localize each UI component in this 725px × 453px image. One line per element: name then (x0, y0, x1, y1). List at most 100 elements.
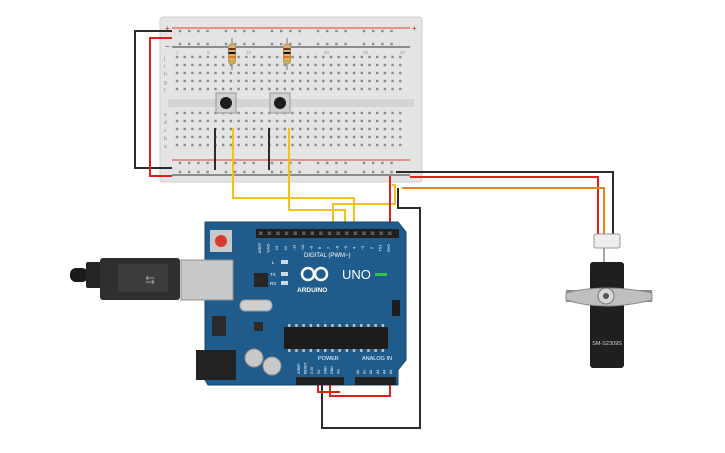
rail-hole[interactable] (335, 42, 338, 46)
breadboard-hole[interactable] (268, 71, 271, 75)
breadboard-hole[interactable] (337, 55, 340, 59)
rail-hole[interactable] (252, 170, 255, 174)
breadboard-hole[interactable] (198, 135, 202, 139)
rail-hole[interactable] (270, 170, 274, 174)
breadboard-hole[interactable] (360, 79, 363, 83)
rail-hole[interactable] (234, 29, 237, 33)
breadboard-hole[interactable] (260, 143, 263, 147)
breadboard-hole[interactable] (368, 55, 371, 59)
breadboard-hole[interactable] (345, 79, 348, 83)
breadboard-hole[interactable] (237, 63, 240, 67)
breadboard-hole[interactable] (206, 87, 209, 91)
rail-hole[interactable] (381, 42, 384, 46)
breadboard-hole[interactable] (206, 63, 209, 67)
rail-hole[interactable] (298, 29, 301, 33)
breadboard-hole[interactable] (252, 87, 256, 91)
rail-hole[interactable] (280, 42, 283, 46)
breadboard-hole[interactable] (306, 111, 310, 115)
breadboard-hole[interactable] (368, 135, 371, 139)
wire-yellow-servo-signal-link[interactable] (332, 184, 396, 232)
breadboard-hole[interactable] (198, 87, 202, 91)
digital-pin-socket[interactable] (293, 231, 297, 236)
rail-hole[interactable] (326, 161, 329, 165)
rail-hole[interactable] (188, 29, 191, 33)
breadboard-hole[interactable] (368, 79, 371, 83)
breadboard-hole[interactable] (322, 87, 325, 91)
breadboard-hole[interactable] (399, 71, 402, 75)
rail-hole[interactable] (362, 170, 366, 174)
breadboard-hole[interactable] (222, 87, 225, 91)
breadboard-hole[interactable] (306, 87, 310, 91)
breadboard-hole[interactable] (206, 111, 209, 115)
breadboard-hole[interactable] (175, 63, 179, 67)
rail-hole[interactable] (326, 170, 329, 174)
breadboard-hole[interactable] (198, 63, 202, 67)
breadboard-hole[interactable] (175, 111, 179, 115)
digital-pin-socket[interactable] (379, 231, 383, 236)
breadboard-hole[interactable] (260, 79, 263, 83)
breadboard-hole[interactable] (352, 135, 356, 139)
breadboard-hole[interactable] (237, 111, 240, 115)
breadboard-hole[interactable] (337, 143, 340, 147)
breadboard-hole[interactable] (376, 135, 379, 139)
rail-hole[interactable] (390, 170, 393, 174)
breadboard-hole[interactable] (306, 135, 310, 139)
wire-black-gnd[interactable] (321, 188, 421, 429)
breadboard-hole[interactable] (206, 127, 209, 131)
rail-hole[interactable] (326, 29, 329, 33)
breadboard-hole[interactable] (399, 55, 402, 59)
breadboard-hole[interactable] (283, 127, 286, 131)
breadboard-hole[interactable] (345, 119, 348, 123)
rail-hole[interactable] (316, 161, 320, 165)
breadboard-hole[interactable] (198, 143, 202, 147)
breadboard-hole[interactable] (368, 143, 371, 147)
breadboard-hole[interactable] (191, 127, 194, 131)
rail-hole[interactable] (243, 29, 246, 33)
breadboard-hole[interactable] (291, 63, 294, 67)
breadboard-hole[interactable] (306, 63, 310, 67)
breadboard-hole[interactable] (291, 111, 294, 115)
breadboard-hole[interactable] (198, 55, 202, 59)
breadboard-hole[interactable] (299, 135, 302, 139)
breadboard-hole[interactable] (245, 135, 248, 139)
breadboard-hole[interactable] (376, 111, 379, 115)
breadboard-hole[interactable] (214, 79, 217, 83)
breadboard-hole[interactable] (229, 127, 233, 131)
pushbutton-1[interactable] (215, 92, 237, 114)
breadboard-hole[interactable] (198, 127, 202, 131)
breadboard-hole[interactable] (368, 87, 371, 91)
breadboard-hole[interactable] (237, 127, 240, 131)
breadboard-hole[interactable] (198, 79, 202, 83)
breadboard-hole[interactable] (245, 71, 248, 75)
breadboard-hole[interactable] (268, 63, 271, 67)
breadboard-hole[interactable] (283, 79, 286, 83)
breadboard-hole[interactable] (275, 135, 279, 139)
rail-hole[interactable] (289, 42, 292, 46)
breadboard-hole[interactable] (275, 119, 279, 123)
breadboard-hole[interactable] (283, 135, 286, 139)
breadboard-hole[interactable] (391, 79, 394, 83)
rail-hole[interactable] (243, 170, 246, 174)
breadboard-hole[interactable] (399, 127, 402, 131)
breadboard-hole[interactable] (214, 71, 217, 75)
breadboard-hole[interactable] (191, 135, 194, 139)
breadboard-hole[interactable] (391, 127, 394, 131)
breadboard-hole[interactable] (360, 119, 363, 123)
breadboard-hole[interactable] (299, 55, 302, 59)
wire-orange-servo-signal[interactable] (402, 187, 605, 234)
digital-pin-socket[interactable] (370, 231, 375, 236)
breadboard-hole[interactable] (352, 87, 356, 91)
rail-hole[interactable] (289, 170, 292, 174)
breadboard-hole[interactable] (399, 143, 402, 147)
breadboard-hole[interactable] (214, 119, 217, 123)
breadboard-hole[interactable] (206, 55, 209, 59)
breadboard-hole[interactable] (268, 55, 271, 59)
rail-hole[interactable] (270, 42, 274, 46)
breadboard-hole[interactable] (252, 143, 256, 147)
breadboard-hole[interactable] (376, 79, 379, 83)
breadboard-hole[interactable] (352, 111, 356, 115)
breadboard-hole[interactable] (383, 127, 387, 131)
breadboard-hole[interactable] (206, 71, 209, 75)
breadboard-hole[interactable] (376, 87, 379, 91)
